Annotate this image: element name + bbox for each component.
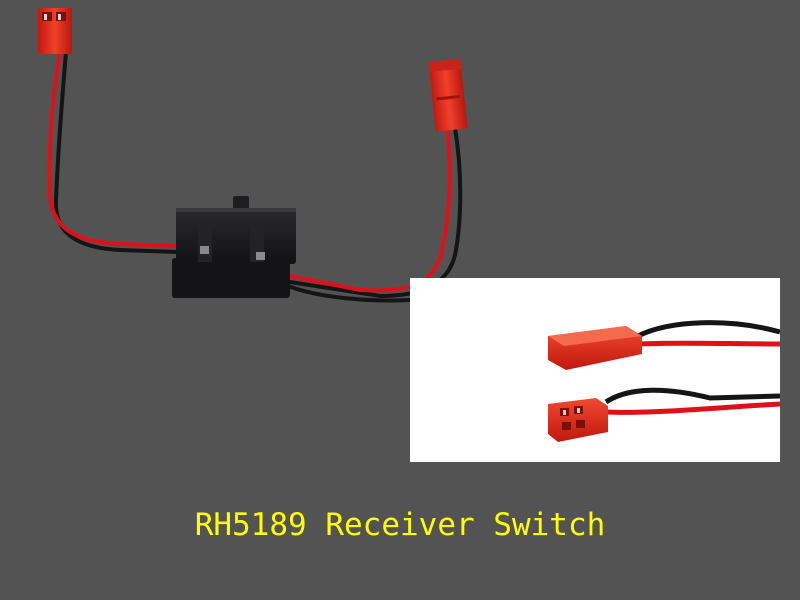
inset-upper-connector bbox=[548, 326, 642, 370]
right-red-wire bbox=[288, 126, 452, 293]
left-red-wire bbox=[47, 50, 180, 248]
product-caption: RH5189 Receiver Switch bbox=[194, 507, 606, 543]
connector-closeup-inset bbox=[410, 278, 780, 462]
left-black-wire bbox=[53, 50, 180, 254]
inset-upper-black-wire bbox=[636, 320, 780, 339]
inset-lower-red-wire bbox=[605, 401, 780, 415]
right-connector bbox=[428, 58, 468, 132]
inset-lower-connector bbox=[548, 398, 608, 442]
right-black-wire bbox=[288, 126, 463, 299]
connector-closeup-photo bbox=[548, 320, 780, 442]
left-connector bbox=[38, 8, 72, 54]
lower-black-wire bbox=[286, 284, 412, 303]
inset-lower-black-wire bbox=[604, 387, 780, 405]
inset-upper-red-wire bbox=[637, 340, 780, 347]
switch-body bbox=[172, 196, 296, 298]
